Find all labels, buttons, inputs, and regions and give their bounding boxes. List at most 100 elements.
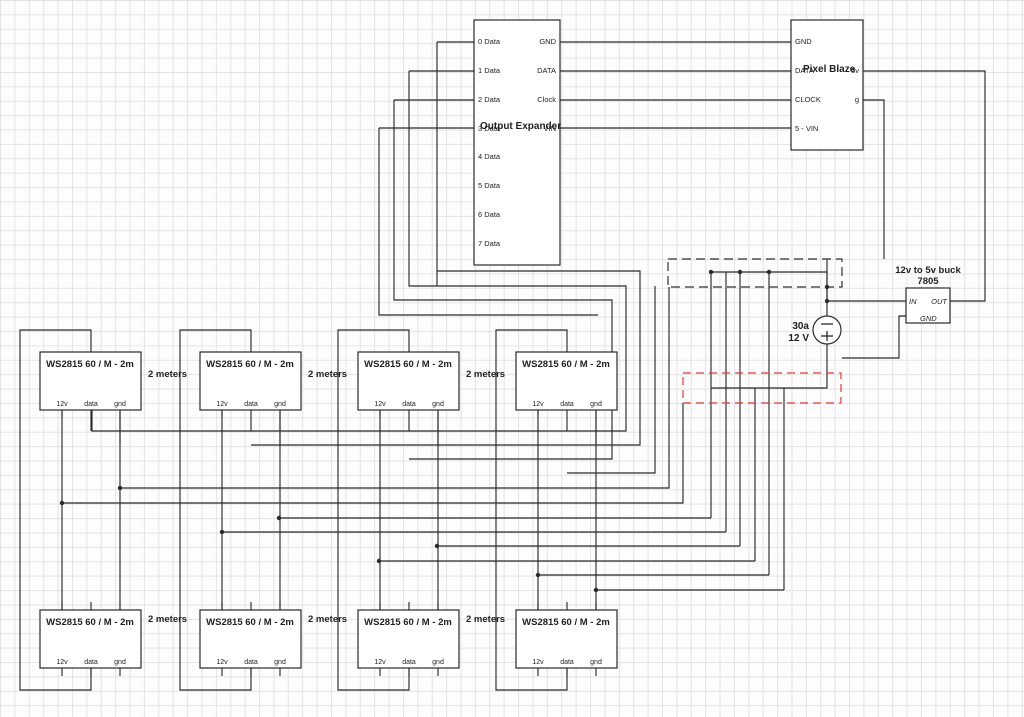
strip-loop-0: [19, 329, 92, 691]
ground-rail-dashed-box: [682, 372, 842, 404]
data-route-2: [393, 100, 613, 460]
power-rail-bottom: [711, 344, 828, 389]
led-strip-title: WS2815 60 / M - 2m: [46, 359, 134, 370]
led-strip-pin: 12v: [532, 659, 544, 666]
output-expander-box: [473, 19, 561, 266]
ground-bus-b: [62, 403, 684, 504]
output-expander-block: 0 Data 1 Data 2 Data 3 Data 4 Data 5 Dat…: [473, 19, 561, 266]
output-expander-title: Output Expander: [480, 121, 561, 132]
led-strip-title: WS2815 60 / M - 2m: [206, 359, 294, 370]
led-strip-title: WS2815 60 / M - 2m: [364, 359, 452, 370]
strip-loop-2: [337, 329, 410, 691]
led-strip-pin: data: [84, 659, 98, 666]
led-strip-pin: 12v: [216, 659, 228, 666]
led-strip-box: [357, 351, 460, 411]
battery-symbol-icon: [812, 315, 842, 345]
led-strip-pin: 12v: [374, 659, 386, 666]
led-strip-pin: data: [560, 659, 574, 666]
led-strip-5: WS2815 60 / M - 2m 12v data gnd 2 meters: [39, 602, 187, 676]
pixelblaze-pin-5v: 5v: [851, 66, 859, 75]
led-strip-pin: 12v: [216, 401, 228, 408]
led-strip-pin: gnd: [114, 659, 126, 666]
led-strip-pin: gnd: [114, 401, 126, 408]
led-strip-title: WS2815 60 / M - 2m: [522, 617, 610, 628]
led-strip-title: WS2815 60 / M - 2m: [46, 617, 134, 628]
strip-loop-1: [179, 329, 252, 691]
led-strip-pin: data: [560, 401, 574, 408]
junction-dot-8: [59, 500, 65, 506]
led-strip-title: WS2815 60 / M - 2m: [522, 359, 610, 370]
strip-length-label: 2 meters: [466, 369, 505, 380]
data-route-1: [91, 71, 627, 432]
led-strip-2: WS2815 60 / M - 2m 12v data gnd 2 meters: [199, 351, 347, 445]
pixel-blaze-box: [790, 19, 864, 151]
led-strip-box: [199, 351, 302, 411]
buck-model: 7805: [917, 276, 939, 287]
led-strip-title: WS2815 60 / M - 2m: [206, 617, 294, 628]
junction-dot-2: [766, 269, 772, 275]
data-route-3: [378, 128, 598, 316]
expander-pin-1-data: 1 Data: [478, 66, 501, 75]
buck-converter-box: [905, 287, 951, 324]
junction-dot-1: [737, 269, 743, 275]
buck-pin-in: IN: [909, 297, 917, 306]
expander-pin-4-data: 4 Data: [478, 152, 501, 161]
pixel-blaze-title: Pixel Blaze: [803, 64, 856, 75]
expander-pin-5-data: 5 Data: [478, 181, 501, 190]
junction-dot-11: [376, 558, 382, 564]
strip-loop-3: [495, 329, 568, 691]
junction-dots-layer: [59, 269, 830, 593]
buck-pin-out: OUT: [931, 297, 948, 306]
led-strip-pin: data: [244, 659, 258, 666]
junction-dot-4: [824, 298, 830, 304]
junction-dot-7: [593, 587, 599, 593]
pixelblaze-pin-data: DATA: [795, 66, 814, 75]
strip-length-label: 2 meters: [308, 369, 347, 380]
junction-dot-3: [824, 284, 830, 290]
data-route-0: [251, 42, 641, 446]
junction-dot-12: [219, 529, 225, 535]
expander-pin-0-data: 0 Data: [478, 37, 501, 46]
led-strip-title: WS2815 60 / M - 2m: [364, 617, 452, 628]
pixel-blaze-block: GND DATA CLOCK 5 - VIN 5v g Pixel Blaze: [790, 19, 864, 151]
strip-length-label: 2 meters: [148, 614, 187, 625]
psu-voltage-label: 12 V: [788, 333, 809, 344]
expander-pin-vin: VIN: [543, 124, 556, 133]
led-strip-pin: gnd: [274, 401, 286, 408]
led-strip-pin: data: [402, 401, 416, 408]
led-strip-pin: gnd: [274, 659, 286, 666]
pixelblaze-pin-g: g: [855, 95, 859, 104]
expander-pin-gnd: GND: [539, 37, 556, 46]
expander-pin-6-data: 6 Data: [478, 210, 501, 219]
led-strip-pin: data: [84, 401, 98, 408]
junction-dot-5: [276, 515, 282, 521]
expander-pin-data: DATA: [537, 66, 556, 75]
wire-5v-supply: [863, 70, 986, 302]
psu-current-label: 30a: [792, 321, 809, 332]
led-strip-pin: 12v: [532, 401, 544, 408]
led-strip-box: [515, 351, 618, 411]
expander-pin-clock: Clock: [537, 95, 556, 104]
ground-bus-a: [120, 287, 670, 489]
strip-length-label: 2 meters: [148, 369, 187, 380]
pixelblaze-pin-5v-vin: 5 - VIN: [795, 124, 818, 133]
expander-pin-2-data: 2 Data: [478, 95, 501, 104]
junction-dot-10: [434, 543, 440, 549]
led-strip-8: WS2815 60 / M - 2m 12v data gnd: [515, 602, 618, 676]
led-strip-pin: 12v: [56, 659, 68, 666]
wire-ground-return: [863, 99, 885, 259]
led-strip-pin: gnd: [590, 659, 602, 666]
strip-length-label: 2 meters: [308, 614, 347, 625]
junction-dot-0: [708, 269, 714, 275]
buck-converter-block: 12v to 5v buck 7805 IN OUT GND: [895, 265, 961, 324]
strip-length-label: 2 meters: [466, 614, 505, 625]
led-strip-pin: data: [244, 401, 258, 408]
led-strip-6: WS2815 60 / M - 2m 12v data gnd 2 meters: [199, 602, 347, 676]
pixelblaze-pin-gnd: GND: [795, 37, 812, 46]
junction-dot-6: [535, 572, 541, 578]
